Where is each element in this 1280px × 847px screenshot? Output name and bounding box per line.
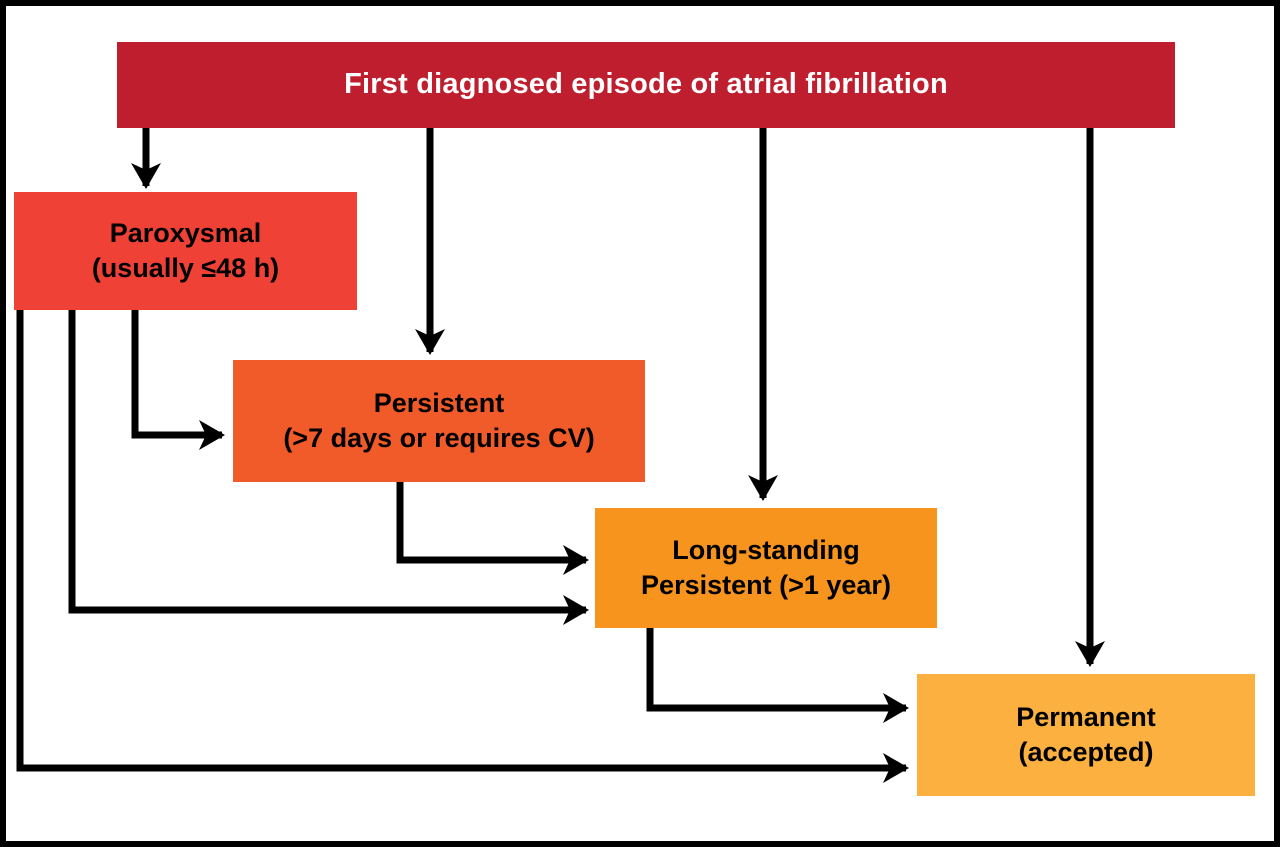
node-persistent-line1: Persistent xyxy=(373,388,505,419)
node-paroxysmal: Paroxysmal (usually ≤48 h) xyxy=(14,192,357,310)
node-paroxysmal-line2: (usually ≤48 h) xyxy=(91,253,280,283)
node-paroxysmal-line1: Paroxysmal xyxy=(109,218,262,249)
node-permanent-line2: (accepted) xyxy=(1018,737,1154,767)
node-persistent: Persistent (>7 days or requires CV) xyxy=(233,360,645,482)
node-longstanding-line2: Persistent (>1 year) xyxy=(641,570,891,600)
node-first-diagnosed-label: First diagnosed episode of atrial fibril… xyxy=(344,68,948,101)
node-persistent-line2: (>7 days or requires CV) xyxy=(283,423,595,453)
node-longstanding: Long-standing Persistent (>1 year) xyxy=(595,508,937,628)
node-permanent-line1: Permanent xyxy=(1016,702,1156,733)
arrow-longstanding-to-permanent xyxy=(646,626,909,723)
node-first-diagnosed: First diagnosed episode of atrial fibril… xyxy=(117,42,1175,128)
arrow-persistent-to-longstanding xyxy=(396,480,589,575)
node-longstanding-line1: Long-standing xyxy=(672,535,860,566)
arrow-paroxysmal-to-persistent xyxy=(131,308,225,450)
node-permanent: Permanent (accepted) xyxy=(917,674,1255,796)
